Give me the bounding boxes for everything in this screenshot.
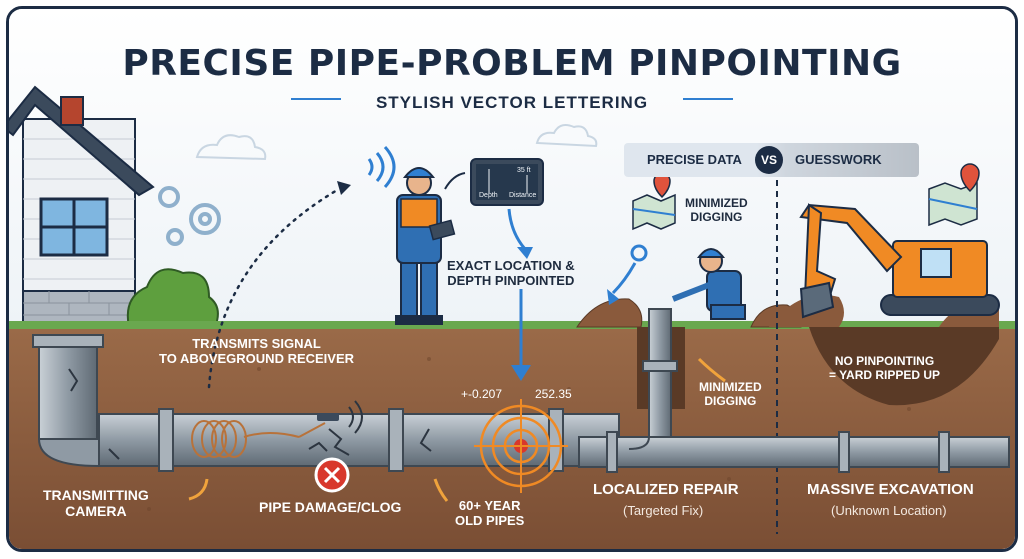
comparison-left-label: PRECISE DATA xyxy=(647,152,742,167)
map-pin-icon xyxy=(960,163,980,193)
page-title: PRECISE PIPE-PROBLEM PINPOINTING xyxy=(122,43,902,84)
label-localized-repair-sub: (Targeted Fix) xyxy=(623,503,704,518)
label-transmits-signal: TRANSMITS SIGNAL TO ABOVEGROUND RECEIVER xyxy=(159,336,355,366)
cloud-icon xyxy=(535,124,598,148)
pinpoint-arrow xyxy=(511,289,531,381)
grass xyxy=(9,321,1015,329)
wifi-signal-icon xyxy=(348,400,363,434)
camera-cable-coil xyxy=(191,420,326,458)
camera-arrow xyxy=(188,478,209,501)
camera-head xyxy=(317,413,339,421)
label-localized-repair: LOCALIZED REPAIR xyxy=(593,481,739,498)
digging-arrow xyxy=(697,357,726,383)
wifi-signal-icon xyxy=(367,145,396,189)
tablet-depth-value: 35 ft xyxy=(517,167,531,174)
location-arrow xyxy=(507,208,527,250)
label-no-pinpointing: NO PINPOINTING = YARD RIPPED UP xyxy=(829,354,941,382)
bush xyxy=(126,268,219,328)
label-pipe-damage: PIPE DAMAGE/CLOG xyxy=(259,499,402,515)
signal-path xyxy=(207,187,341,389)
gear-icon xyxy=(630,244,648,262)
pipe-secondary xyxy=(578,308,1010,473)
readout-left: +-0.207 xyxy=(461,387,503,401)
label-transmitting-camera: TRANSMITTING CAMERA xyxy=(43,487,149,520)
label-minimized-digging-mid: MINIMIZED DIGGING xyxy=(699,380,762,408)
old-pipes-arrow xyxy=(433,478,449,502)
label-exact-location: EXACT LOCATION & DEPTH PINPOINTED xyxy=(447,258,575,288)
screen-arrow xyxy=(444,172,466,190)
label-massive-excavation-sub: (Unknown Location) xyxy=(831,503,947,518)
label-old-pipes: 60+ YEAR OLD PIPES xyxy=(455,498,525,528)
dig-arrow xyxy=(611,262,637,295)
target-icon xyxy=(474,399,568,493)
page-subtitle: STYLISH VECTOR LETTERING xyxy=(375,93,649,112)
worker-with-receiver xyxy=(395,167,456,325)
gear-icon xyxy=(158,186,221,246)
comparison-right-label: GUESSWORK xyxy=(795,152,882,167)
cloud-icon xyxy=(195,134,267,161)
signal-arrowhead xyxy=(337,181,351,195)
map-icon xyxy=(928,181,978,227)
label-massive-excavation: MASSIVE EXCAVATION xyxy=(807,481,974,498)
kneeling-worker xyxy=(671,248,746,320)
tablet-axis-distance: Distance xyxy=(509,192,537,199)
location-arrowhead xyxy=(517,247,533,259)
readout-right: 252.35 xyxy=(535,387,572,401)
excavator xyxy=(799,203,1000,319)
dig-arrowhead xyxy=(607,289,619,305)
vs-badge: VS xyxy=(755,146,783,174)
house xyxy=(9,85,155,330)
close-icon xyxy=(314,457,350,493)
infographic-frame: PRECISE PIPE-PROBLEM PINPOINTING STYLISH… xyxy=(6,6,1018,552)
receiver-screen xyxy=(470,158,544,206)
tablet-axis-depth: Depth xyxy=(479,192,498,199)
map-icon xyxy=(632,193,676,231)
label-minimized-digging-top: MINIMIZED DIGGING xyxy=(685,196,748,224)
